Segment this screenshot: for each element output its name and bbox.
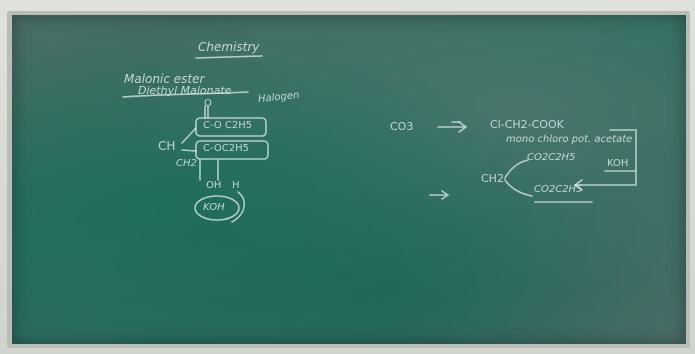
malonic-ester-text: Malonic ester (124, 72, 205, 86)
vertical-bonds (199, 159, 219, 181)
upper-ester-group: C-O C2H5 (203, 120, 253, 131)
ch2-right-label: CH2 (481, 172, 504, 185)
product-name: mono chloro pot. acetate (506, 134, 633, 145)
reaction-arrow-top (437, 121, 468, 133)
koh-right-label: KOH (607, 158, 629, 169)
h-label: H (232, 180, 240, 191)
bracket-arrow (573, 179, 583, 191)
title-text: Chemistry (198, 40, 260, 54)
title-underline (195, 55, 263, 59)
lower-ester-group: C-OC2H5 (203, 143, 249, 154)
diethyl-malonate-text: Diethyl Malonate (138, 84, 232, 97)
ch2-label: CH2 (176, 158, 197, 169)
koh-bracket (574, 129, 637, 186)
curved-arrow (231, 191, 245, 223)
upper-ester-box (195, 117, 267, 137)
ester-bottom-label: CO2C2H5 (534, 184, 583, 195)
carbonyl-bond (204, 105, 209, 119)
product-formula: Cl-CH2-COOK (490, 118, 564, 131)
carbonate-reagent: CO3 (390, 120, 414, 133)
branch-lower (504, 179, 533, 197)
koh-circle (194, 195, 240, 221)
chalkboard (12, 15, 686, 344)
ester-top-label: CO2C2H5 (527, 152, 576, 163)
koh-left-label: KOH (203, 202, 225, 213)
oxygen-label: O (204, 98, 212, 109)
lower-ester-box (195, 140, 269, 160)
ester-underline (122, 91, 249, 98)
branch-upper (504, 159, 529, 179)
ch-bonds (181, 127, 197, 152)
ch-label: CH (158, 139, 176, 153)
reaction-arrow-middle (429, 190, 450, 200)
oh-label: OH (206, 180, 222, 191)
